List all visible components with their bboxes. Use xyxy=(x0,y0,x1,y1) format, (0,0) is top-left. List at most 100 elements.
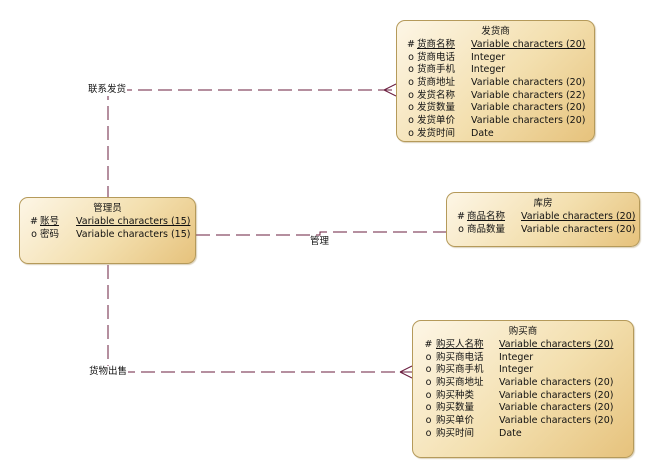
optional-marker: o xyxy=(458,223,464,235)
attribute-type: Variable characters (20) xyxy=(521,223,636,235)
attribute-name: 购买商电话 xyxy=(436,351,484,363)
entity-buyer[interactable]: 购买商 #购买人名称 Variable characters (20) o 购买商电话… xyxy=(412,320,634,458)
attribute-row[interactable]: o 购买时间 Date xyxy=(413,428,633,441)
optional-marker: o xyxy=(31,228,37,240)
label-contact-shipping: 联系发货 xyxy=(87,84,128,96)
optional-marker: o xyxy=(408,77,414,89)
optional-marker: o xyxy=(425,427,432,439)
primary-key-marker: # xyxy=(457,211,465,222)
label-manage: 管理 xyxy=(309,236,331,248)
attribute-name: 货商地址 xyxy=(417,77,456,89)
entity-title: 发货商 xyxy=(481,26,510,37)
attribute-row[interactable]: o 购买单价 Variable characters (20) xyxy=(413,415,633,428)
attribute-type: Variable characters (20) xyxy=(471,77,586,89)
optional-marker: o xyxy=(425,402,432,414)
attribute-type: Integer xyxy=(499,351,534,363)
optional-marker: o xyxy=(425,377,432,389)
attribute-name: 购买时间 xyxy=(436,427,475,439)
optional-marker: o xyxy=(408,127,414,139)
attribute-type: Variable characters (22) xyxy=(471,89,586,101)
attribute-list: #购买人名称 Variable characters (20) o 购买商电话 Inte… xyxy=(413,339,633,441)
attribute-name: 购买商手机 xyxy=(436,364,484,376)
optional-marker: o xyxy=(425,351,432,363)
link-admin-warehouse xyxy=(196,231,446,236)
attribute-name: 货商手机 xyxy=(417,64,456,76)
entity-title: 管理员 xyxy=(93,203,122,214)
crowfoot-buyer xyxy=(399,365,413,379)
attribute-name: 商品名称 xyxy=(467,211,506,222)
attribute-type: Variable characters (20) xyxy=(499,339,614,350)
attribute-type: Variable characters (20) xyxy=(471,39,586,50)
optional-marker: o xyxy=(408,51,414,63)
attribute-type: Integer xyxy=(471,64,506,76)
attribute-name: 购买人名称 xyxy=(436,339,484,350)
attribute-name: 购买单价 xyxy=(436,415,475,427)
attribute-row[interactable]: o 购买商电话 Integer xyxy=(413,352,633,365)
attribute-row[interactable]: #购买人名称 Variable characters (20) xyxy=(413,339,633,352)
crowfoot-supplier xyxy=(383,83,397,97)
link-admin-buyer xyxy=(107,265,412,373)
attribute-row[interactable]: o 购买种类 Variable characters (20) xyxy=(413,390,633,403)
optional-marker: o xyxy=(425,364,432,376)
attribute-row[interactable]: #商品名称 Variable characters (20) xyxy=(447,211,639,224)
optional-marker: o xyxy=(408,89,414,101)
attribute-name: 发货数量 xyxy=(417,102,456,114)
attribute-name: 发货单价 xyxy=(417,115,456,127)
attribute-row[interactable]: #货商名称 Variable characters (20) xyxy=(397,39,594,52)
optional-marker: o xyxy=(408,115,414,127)
attribute-type: Variable characters (15) xyxy=(76,216,191,227)
attribute-type: Variable characters (20) xyxy=(471,115,586,127)
attribute-type: Date xyxy=(471,127,494,139)
attribute-type: Variable characters (15) xyxy=(76,228,191,240)
primary-key-marker: # xyxy=(424,339,433,350)
link-admin-supplier xyxy=(107,89,396,200)
attribute-name: 发货时间 xyxy=(417,127,456,139)
attribute-name: 购买种类 xyxy=(436,389,475,401)
primary-key-marker: # xyxy=(407,39,415,50)
attribute-type: Variable characters (20) xyxy=(499,402,614,414)
attribute-name: 购买数量 xyxy=(436,402,475,414)
optional-marker: o xyxy=(408,64,414,76)
attribute-name: 商品数量 xyxy=(467,223,506,235)
attribute-type: Integer xyxy=(471,51,506,63)
attribute-type: Variable characters (20) xyxy=(499,415,614,427)
optional-marker: o xyxy=(425,415,432,427)
attribute-type: Variable characters (20) xyxy=(499,389,614,401)
attribute-row[interactable]: o 购买商地址 Variable characters (20) xyxy=(413,377,633,390)
attribute-name: 购买商地址 xyxy=(436,377,484,389)
attribute-row[interactable]: o 购买商手机 Integer xyxy=(413,364,633,377)
attribute-row[interactable]: #账号 Variable characters (15) xyxy=(20,216,195,229)
attribute-row[interactable]: o 购买数量 Variable characters (20) xyxy=(413,402,633,415)
attribute-type: Date xyxy=(499,427,522,439)
primary-key-marker: # xyxy=(30,216,38,227)
attribute-name: 账号 xyxy=(40,216,60,227)
attribute-name: 货商名称 xyxy=(417,39,456,50)
attribute-type: Variable characters (20) xyxy=(521,211,636,222)
attribute-type: Variable characters (20) xyxy=(499,377,614,389)
optional-marker: o xyxy=(425,389,432,401)
entity-title: 购买商 xyxy=(508,326,538,337)
optional-marker: o xyxy=(408,102,414,114)
entity-title: 库房 xyxy=(533,198,553,209)
label-goods-sale: 货物出售 xyxy=(88,366,129,378)
attribute-name: 密码 xyxy=(40,228,60,240)
attribute-name: 货商电话 xyxy=(417,51,456,63)
attribute-type: Integer xyxy=(499,364,534,376)
attribute-name: 发货名称 xyxy=(417,89,456,101)
attribute-type: Variable characters (20) xyxy=(471,102,586,114)
